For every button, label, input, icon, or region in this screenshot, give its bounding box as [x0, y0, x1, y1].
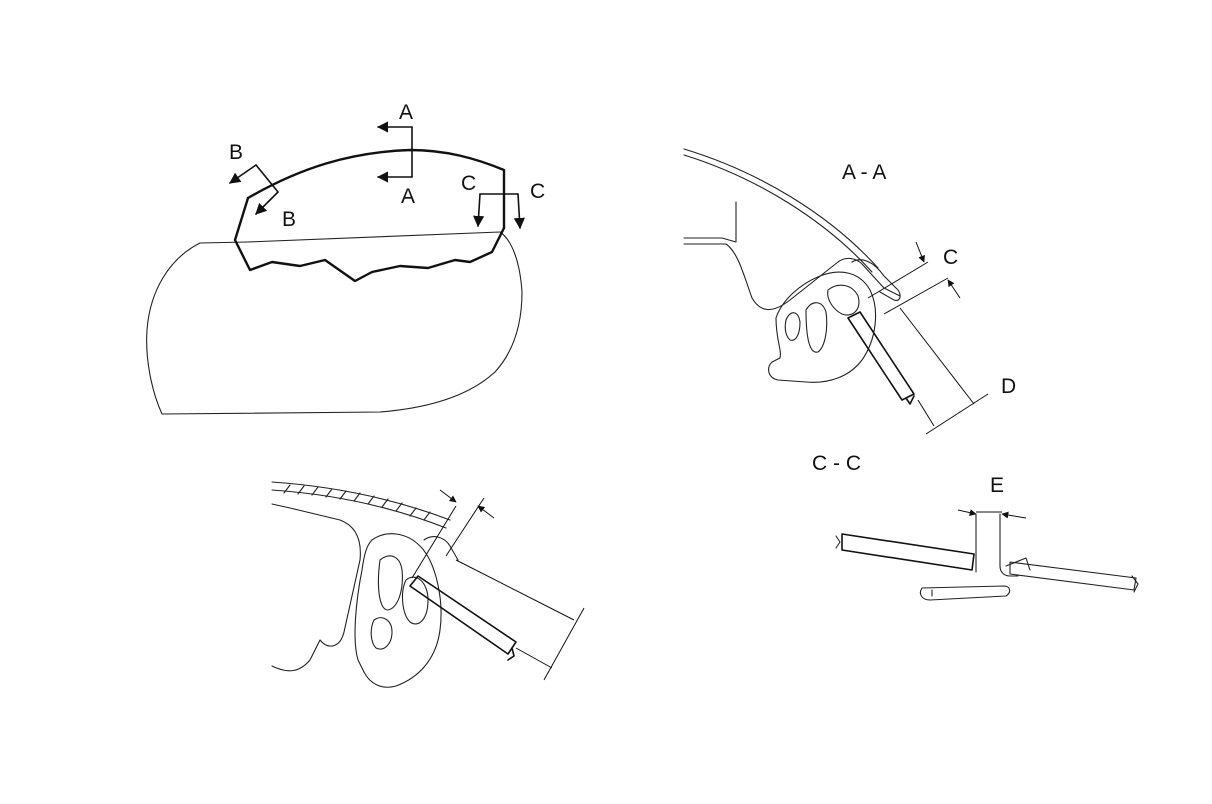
aa-dim-c-ext-2	[883, 277, 949, 315]
label-c-right: C	[530, 180, 545, 203]
bb-inner-panel	[271, 503, 361, 672]
cc-dim-e-arrow-1	[957, 509, 977, 517]
section-aa-drawing: A - A C D	[683, 148, 1016, 435]
aa-dim-c-ext-1	[867, 261, 929, 299]
section-c-arrow-right	[513, 193, 525, 230]
label-a-bottom: A	[401, 185, 415, 208]
section-b-line	[255, 164, 279, 193]
bb-dim-ext-1	[411, 505, 457, 579]
overview-door-drawing: A A B B C C	[146, 101, 545, 415]
aa-dim-c-label: C	[943, 246, 958, 269]
section-b-arrow-bottom	[255, 191, 279, 215]
cc-dim-e-label: E	[990, 474, 1004, 497]
aa-weatherstrip-hollow-3	[827, 284, 860, 316]
bb-dim-ext-3	[455, 559, 575, 621]
section-aa-title: A - A	[842, 161, 886, 184]
aa-dim-d-label: D	[1001, 375, 1016, 398]
aa-outer-skin	[683, 148, 879, 269]
bb-hollow-1	[377, 555, 403, 611]
bb-dim-arrow-2	[477, 505, 495, 519]
section-cc-title: C - C	[812, 452, 861, 475]
aa-weatherstrip-hollow-2	[784, 312, 801, 341]
aa-dim-d-line	[925, 393, 989, 435]
aa-weatherstrip-hollow-1	[805, 302, 828, 353]
bb-dim-line-2	[543, 607, 585, 681]
bb-seal-lip	[423, 536, 459, 561]
cc-dim-e-arrow-2	[1001, 511, 1027, 519]
aa-glass	[847, 311, 915, 405]
belt-line	[199, 231, 501, 244]
cc-sash-end	[1131, 575, 1139, 593]
label-a-top: A	[399, 101, 413, 124]
bb-dim-ext-4	[515, 647, 553, 669]
bb-dim-arrow-1	[439, 489, 457, 503]
bb-outer-skin-2	[271, 489, 447, 529]
aa-seal-lip	[851, 259, 901, 301]
section-bb-drawing	[271, 481, 585, 688]
aa-weatherstrip	[768, 271, 877, 383]
label-b-bottom: B	[282, 208, 296, 231]
label-b-top: B	[229, 141, 243, 164]
aa-dim-d-ext-2	[917, 399, 935, 427]
section-b-arrow-top	[229, 164, 257, 184]
aa-dim-c-arrow-2	[947, 279, 961, 299]
cc-sash	[1009, 561, 1137, 591]
bb-hollow-3	[370, 617, 393, 650]
glass-upper-edge	[246, 148, 506, 230]
bb-weatherstrip	[354, 533, 442, 688]
cutaway-edge	[233, 196, 506, 283]
cc-channel	[975, 513, 1019, 577]
cc-weatherstrip	[919, 557, 1031, 601]
aa-dim-d-ext-1	[899, 307, 975, 405]
bb-glass	[409, 575, 517, 661]
door-outline	[146, 231, 523, 415]
bb-hollow-2	[401, 576, 429, 625]
label-c-left: C	[461, 172, 476, 195]
section-c-arrow-left	[473, 193, 485, 228]
bb-hatch	[283, 484, 431, 521]
cc-glass	[841, 533, 975, 571]
aa-inner-panel	[683, 201, 901, 311]
section-cc-drawing: C - C E	[812, 452, 1139, 601]
bb-outer-skin	[271, 481, 451, 521]
cc-glass-end	[835, 535, 841, 549]
aa-dim-c-arrow-1	[915, 241, 925, 263]
aa-outer-skin-inner	[683, 154, 873, 273]
